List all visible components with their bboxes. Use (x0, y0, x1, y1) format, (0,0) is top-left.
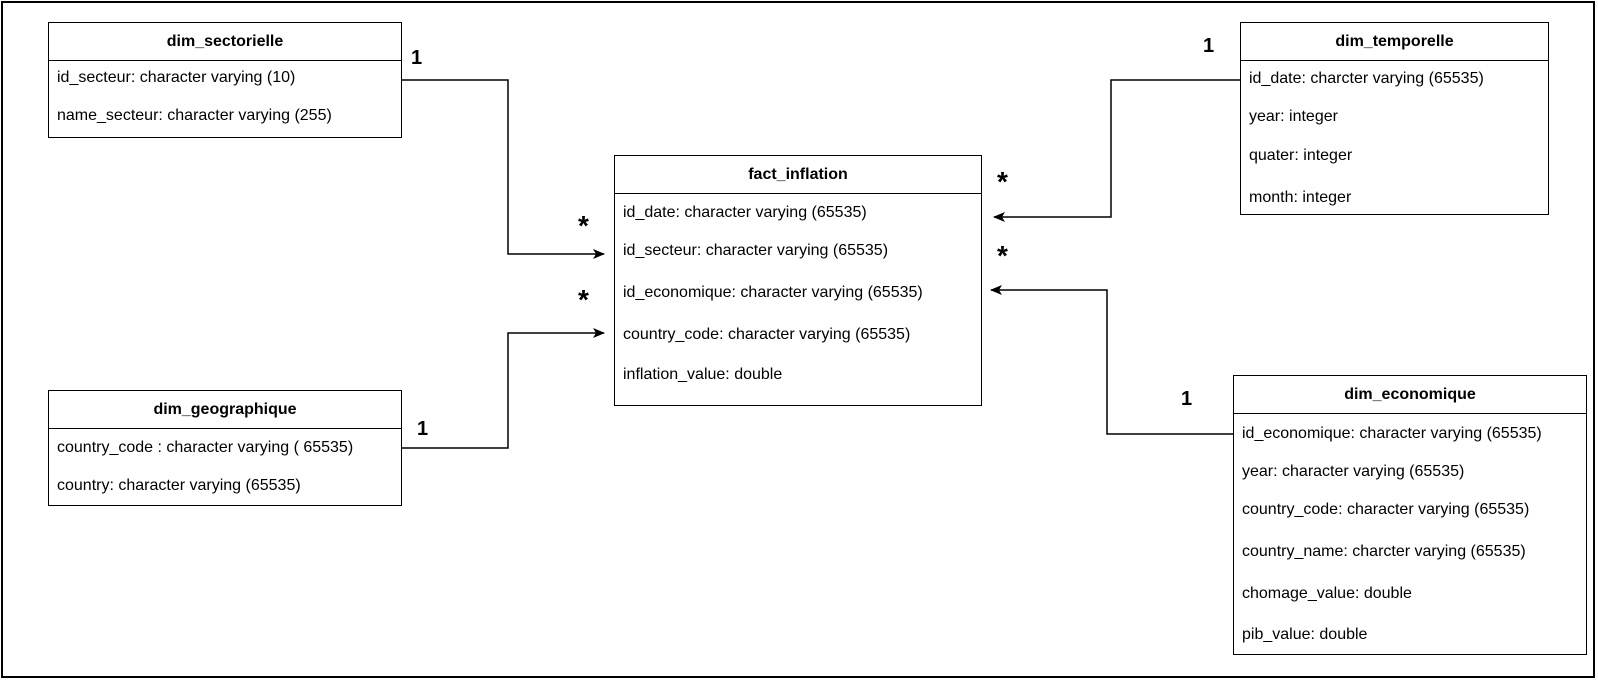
attribute: country_code: character varying (65535) (623, 326, 911, 343)
entity-dim-geographique[interactable]: dim_geographique country_code : characte… (48, 390, 402, 506)
attribute: country_code: character varying (65535) (1242, 501, 1530, 518)
link-temporelle-fact (993, 79, 1240, 222)
attribute: name_secteur: character varying (255) (57, 107, 332, 124)
multiplicity-fact-sectorielle-many: * (578, 210, 589, 241)
multiplicity-fact-temporelle-many: * (997, 166, 1008, 197)
multiplicity-fact-economique-many-right: * (997, 240, 1008, 271)
entity-fact-inflation[interactable]: fact_inflation id_date: character varyin… (614, 155, 982, 406)
attribute: id_economique: character varying (65535) (1242, 425, 1542, 442)
entity-title: dim_temporelle (1241, 23, 1548, 61)
attribute: country: character varying (65535) (57, 477, 301, 494)
attribute: id_secteur: character varying (65535) (623, 242, 889, 259)
attribute: quater: integer (1249, 147, 1353, 164)
entity-dim-economique[interactable]: dim_economique id_economique: character … (1233, 375, 1587, 655)
attribute: id_secteur: character varying (10) (57, 69, 296, 86)
link-sectorielle-fact (402, 79, 605, 259)
multiplicity-temporelle-one: 1 (1203, 35, 1215, 57)
attribute: country_code : character varying ( 65535… (57, 439, 354, 456)
attribute: id_date: charcter varying (65535) (1249, 70, 1484, 87)
entity-title: fact_inflation (615, 156, 981, 194)
multiplicity-geographique-one: 1 (417, 418, 429, 440)
entity-title: dim_geographique (49, 391, 401, 429)
attribute: id_date: character varying (65535) (623, 204, 867, 221)
link-economique-fact (990, 285, 1233, 435)
attribute: year: integer (1249, 108, 1338, 125)
attribute: year: character varying (65535) (1242, 463, 1465, 480)
entity-dim-temporelle[interactable]: dim_temporelle id_date: charcter varying… (1240, 22, 1549, 215)
multiplicity-fact-geographique-many: * (578, 284, 589, 315)
entity-title: dim_economique (1234, 376, 1586, 414)
attribute: month: integer (1249, 189, 1352, 206)
attribute: chomage_value: double (1242, 585, 1412, 602)
link-geographique-fact (402, 328, 605, 449)
attribute: pib_value: double (1242, 626, 1368, 643)
entity-dim-sectorielle[interactable]: dim_sectorielle id_secteur: character va… (48, 22, 402, 138)
attribute: id_economique: character varying (65535) (623, 284, 923, 301)
entity-title: dim_sectorielle (49, 23, 401, 61)
attribute: inflation_value: double (623, 366, 783, 383)
multiplicity-economique-one: 1 (1181, 388, 1193, 410)
multiplicity-sectorielle-one: 1 (411, 47, 423, 69)
attribute: country_name: charcter varying (65535) (1242, 543, 1526, 560)
